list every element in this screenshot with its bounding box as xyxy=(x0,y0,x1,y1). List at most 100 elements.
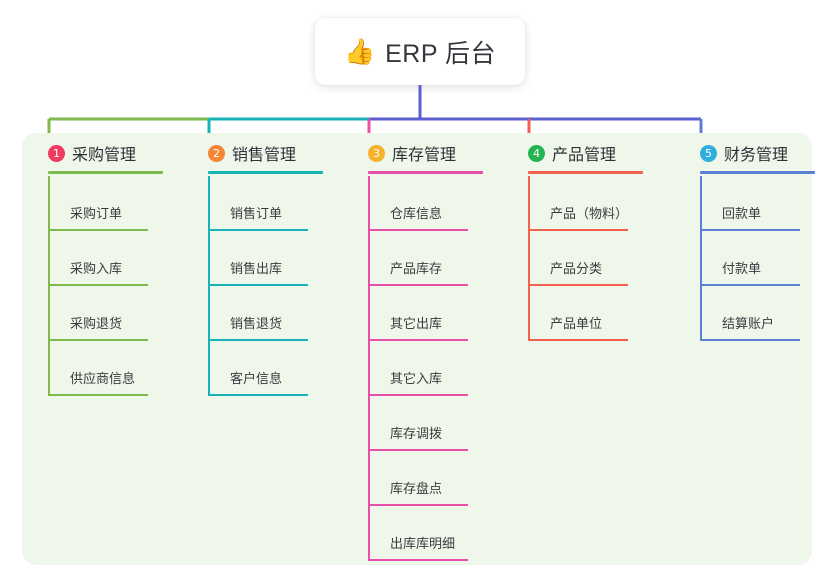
list-item-label: 客户信息 xyxy=(230,371,283,386)
column-number-badge: 2 xyxy=(208,144,225,162)
column-header-4[interactable]: 4 产品管理 xyxy=(528,133,688,174)
column-number-badge: 4 xyxy=(528,144,545,162)
column-spine xyxy=(700,176,702,341)
list-item[interactable]: 回款单 xyxy=(700,176,839,231)
list-item-label: 出库库明细 xyxy=(390,536,456,551)
column-5: 5 财务管理回款单付款单结算账户 xyxy=(700,133,839,341)
list-item-label: 回款单 xyxy=(722,206,762,221)
list-item[interactable]: 产品分类 xyxy=(528,231,688,286)
list-item[interactable]: 供应商信息 xyxy=(48,341,208,396)
list-item[interactable]: 结算账户 xyxy=(700,286,839,341)
root-title-card[interactable]: 👍 ERP 后台 xyxy=(315,18,525,85)
list-item-label: 其它出库 xyxy=(390,316,443,331)
list-item-underline xyxy=(48,394,148,396)
list-item-underline xyxy=(48,229,148,231)
column-4: 4 产品管理产品（物料） 产品分类产品单位 xyxy=(528,133,688,341)
list-item-label: 产品库存 xyxy=(390,261,443,276)
column-title: 采购管理 xyxy=(72,147,137,164)
list-item-underline xyxy=(528,339,628,341)
list-item[interactable]: 产品库存 xyxy=(368,231,528,286)
page-title: ERP 后台 xyxy=(385,39,497,68)
list-item[interactable]: 库存调拨 xyxy=(368,396,528,451)
list-item[interactable]: 产品单位 xyxy=(528,286,688,341)
column-spine xyxy=(48,176,50,396)
list-item-underline xyxy=(48,284,148,286)
column-3: 3 库存管理仓库信息产品库存其它出库其它入库库存调拨库存盘点出库库明细 xyxy=(368,133,528,561)
list-item-underline xyxy=(368,284,468,286)
column-title: 产品管理 xyxy=(552,147,617,164)
list-item-underline xyxy=(700,284,800,286)
list-item-underline xyxy=(208,284,308,286)
list-item-label: 销售订单 xyxy=(230,206,283,221)
list-item-underline xyxy=(208,394,308,396)
list-item-label: 供应商信息 xyxy=(70,371,136,386)
list-item-underline xyxy=(368,559,468,561)
list-item-underline xyxy=(368,339,468,341)
list-item-label: 产品分类 xyxy=(550,261,603,276)
column-header-underline xyxy=(208,171,323,174)
column-number-badge: 5 xyxy=(700,144,717,162)
column-2: 2 销售管理销售订单销售出库销售退货客户信息 xyxy=(208,133,368,396)
list-item-label: 采购订单 xyxy=(70,206,123,221)
list-item-underline xyxy=(48,339,148,341)
column-items: 回款单付款单结算账户 xyxy=(700,176,839,341)
list-item-underline xyxy=(368,394,468,396)
list-item-underline xyxy=(700,229,800,231)
column-spine xyxy=(208,176,210,396)
list-item-underline xyxy=(208,229,308,231)
column-title: 财务管理 xyxy=(724,147,789,164)
list-item[interactable]: 客户信息 xyxy=(208,341,368,396)
list-item-label: 库存调拨 xyxy=(390,426,443,441)
list-item-underline xyxy=(700,339,800,341)
column-spine xyxy=(368,176,370,561)
column-spine xyxy=(528,176,530,341)
column-header-5[interactable]: 5 财务管理 xyxy=(700,133,839,174)
column-items: 产品（物料） 产品分类产品单位 xyxy=(528,176,688,341)
column-title: 销售管理 xyxy=(232,147,297,164)
column-items: 销售订单销售出库销售退货客户信息 xyxy=(208,176,368,396)
list-item-underline xyxy=(528,284,628,286)
list-item-label: 产品（物料） xyxy=(550,206,629,221)
column-items: 采购订单采购入库采购退货供应商信息 xyxy=(48,176,208,396)
list-item[interactable]: 销售出库 xyxy=(208,231,368,286)
list-item-underline xyxy=(528,229,628,231)
thumbs-up-icon: 👍 xyxy=(343,38,376,66)
list-item[interactable]: 仓库信息 xyxy=(368,176,528,231)
list-item[interactable]: 库存盘点 xyxy=(368,451,528,506)
column-header-underline xyxy=(48,171,163,174)
column-header-underline xyxy=(700,171,815,174)
column-number-badge: 3 xyxy=(368,144,385,162)
column-header-underline xyxy=(368,171,483,174)
list-item-label: 仓库信息 xyxy=(390,206,443,221)
list-item-label: 采购入库 xyxy=(70,261,123,276)
list-item-label: 销售退货 xyxy=(230,316,283,331)
list-item-label: 其它入库 xyxy=(390,371,443,386)
list-item-underline xyxy=(368,229,468,231)
column-title: 库存管理 xyxy=(392,147,457,164)
list-item-underline xyxy=(368,504,468,506)
column-header-2[interactable]: 2 销售管理 xyxy=(208,133,368,174)
list-item-label: 销售出库 xyxy=(230,261,283,276)
list-item-label: 产品单位 xyxy=(550,316,603,331)
list-item[interactable]: 其它出库 xyxy=(368,286,528,341)
list-item-label: 采购退货 xyxy=(70,316,123,331)
column-header-1[interactable]: 1 采购管理 xyxy=(48,133,208,174)
list-item-label: 付款单 xyxy=(722,261,762,276)
list-item[interactable]: 销售退货 xyxy=(208,286,368,341)
list-item[interactable]: 其它入库 xyxy=(368,341,528,396)
list-item[interactable]: 采购订单 xyxy=(48,176,208,231)
column-items: 仓库信息产品库存其它出库其它入库库存调拨库存盘点出库库明细 xyxy=(368,176,528,561)
list-item[interactable]: 销售订单 xyxy=(208,176,368,231)
list-item-label: 库存盘点 xyxy=(390,481,443,496)
column-number-badge: 1 xyxy=(48,144,65,162)
list-item[interactable]: 产品（物料） xyxy=(528,176,688,231)
list-item[interactable]: 出库库明细 xyxy=(368,506,528,561)
list-item-underline xyxy=(208,339,308,341)
list-item[interactable]: 采购入库 xyxy=(48,231,208,286)
column-header-underline xyxy=(528,171,643,174)
column-1: 1 采购管理采购订单采购入库采购退货供应商信息 xyxy=(48,133,208,396)
list-item[interactable]: 付款单 xyxy=(700,231,839,286)
list-item[interactable]: 采购退货 xyxy=(48,286,208,341)
column-header-3[interactable]: 3 库存管理 xyxy=(368,133,528,174)
